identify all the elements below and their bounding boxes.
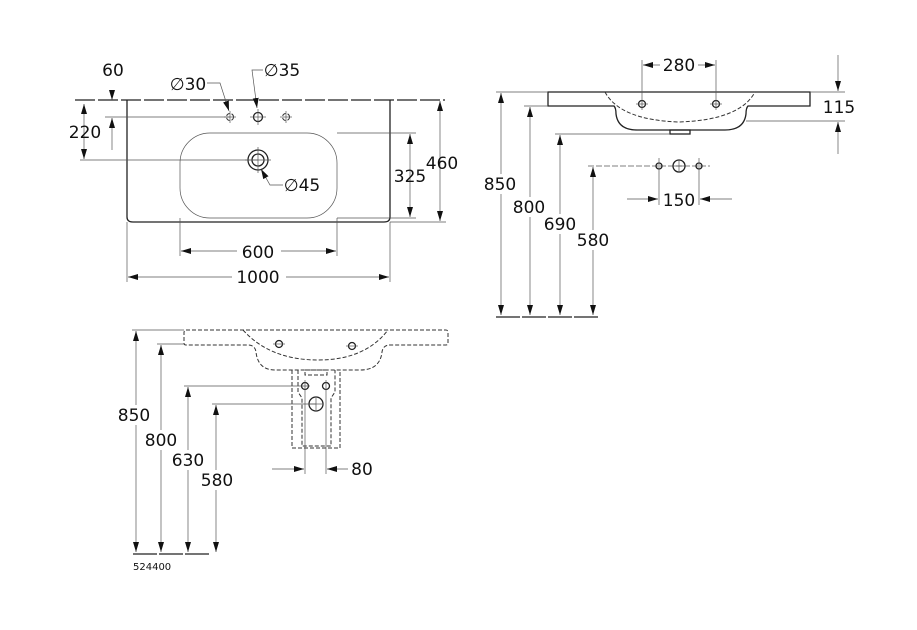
dim-220-label: 220	[69, 123, 101, 143]
basin-profile	[547, 91, 811, 131]
dim-690-label: 690	[544, 215, 576, 235]
waste-outlet	[304, 369, 328, 376]
basin-outline	[126, 100, 391, 223]
tap-hole-35	[250, 109, 266, 125]
dim-580-label: 580	[201, 471, 233, 491]
wall-hole-left	[655, 158, 663, 205]
hole-35-label: ∅35	[264, 61, 300, 81]
dim-800-label: 800	[145, 431, 177, 451]
optional-hole-right	[280, 111, 292, 123]
dim-630-label: 630	[172, 451, 204, 471]
dim-1000-label: 1000	[236, 268, 279, 288]
side-view: 280 115 850 800 690 580 150	[482, 55, 855, 318]
bowl-outline	[179, 132, 338, 219]
wall-hole-right	[321, 380, 331, 474]
dim-580-label: 580	[577, 231, 609, 251]
pedestal-outer	[291, 370, 341, 449]
wall-drain-hole	[672, 159, 686, 173]
pedestal-inner	[297, 370, 336, 447]
dim-115-label: 115	[823, 98, 855, 118]
dim-60-label: 60	[102, 61, 124, 81]
dim-850-label: 850	[118, 406, 150, 426]
wall-hole-right	[695, 158, 703, 205]
waste-outlet	[669, 129, 691, 135]
dim-80-label: 80	[351, 460, 373, 480]
basin-hidden-outline	[183, 329, 449, 371]
hole-30-label: ∅30	[170, 75, 206, 95]
bowl-hidden-line	[242, 329, 389, 361]
wall-hole-left	[300, 380, 310, 474]
front-view: 850 800 630 580 80 524400	[116, 329, 449, 573]
product-code: 524400	[133, 562, 171, 573]
dim-850-label: 850	[484, 175, 516, 195]
top-view: 60 220 325 460 600 1000 ∅30 ∅35 ∅45	[69, 61, 458, 288]
tap-hole-right	[346, 341, 358, 351]
dim-460-label: 460	[426, 154, 458, 174]
dim-280-label: 280	[663, 56, 695, 76]
dim-325-label: 325	[394, 167, 426, 187]
hole-45-label: ∅45	[284, 176, 320, 196]
tap-hole-left	[273, 339, 285, 349]
dim-600-label: 600	[242, 243, 274, 263]
dim-800-label: 800	[513, 198, 545, 218]
dim-150-label: 150	[663, 191, 695, 211]
bowl-hidden-line	[604, 91, 756, 123]
